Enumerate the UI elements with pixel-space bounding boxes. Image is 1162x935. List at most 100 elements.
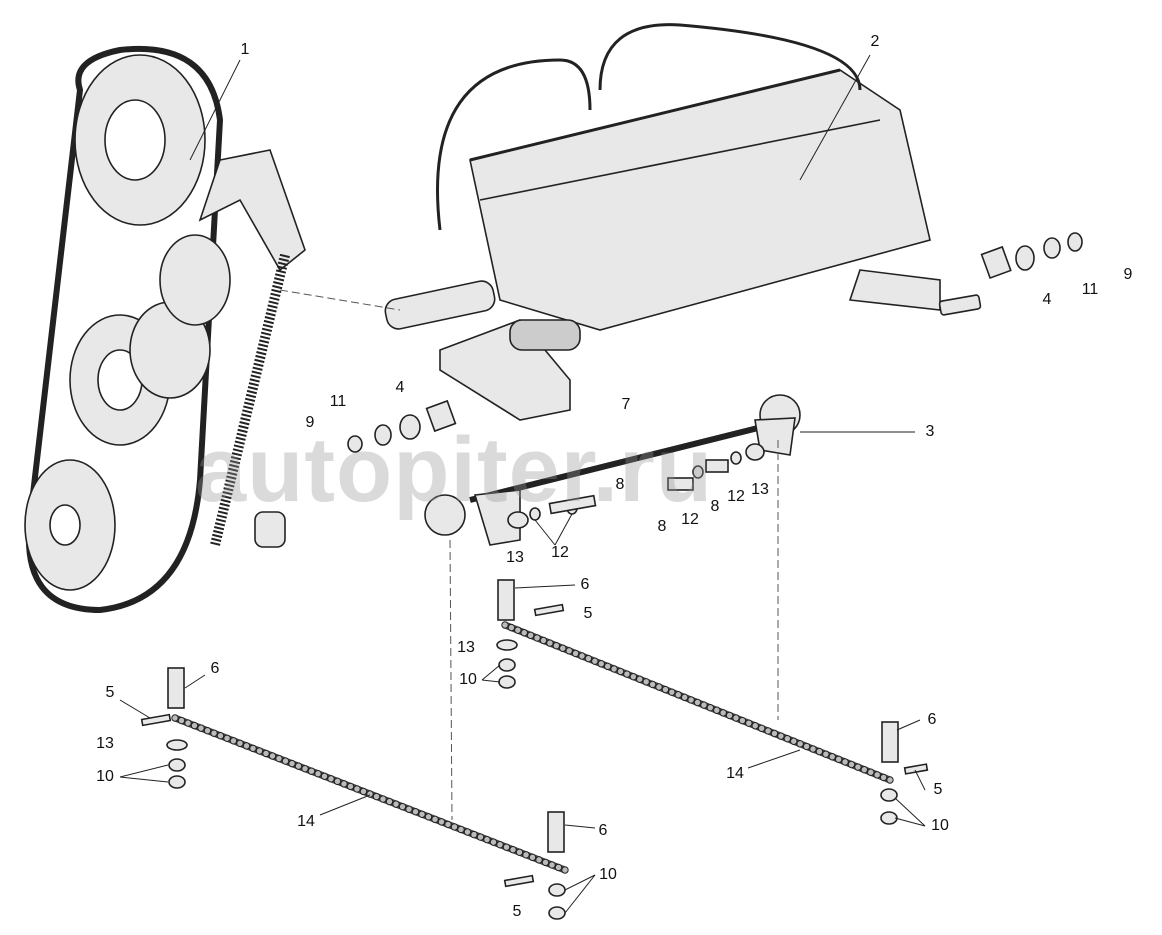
chain-roller (275, 754, 283, 763)
chain-roller (177, 716, 186, 725)
chain-roller (502, 843, 511, 851)
chain-roller (483, 835, 491, 844)
chain-roller (288, 759, 296, 768)
chain-roller (745, 719, 753, 727)
chain-roller (236, 739, 244, 748)
chain-roller (424, 813, 433, 821)
chain-roller (700, 701, 708, 709)
chain-roller (190, 721, 199, 730)
chain-roller (307, 767, 316, 775)
chain-roller (584, 654, 593, 663)
chain-roller (405, 805, 413, 813)
callout-label: 13 (506, 549, 524, 566)
chain-roller (546, 639, 554, 647)
chain-roller (616, 667, 625, 676)
chain-roller (655, 683, 663, 691)
chain-roller (552, 641, 561, 650)
chain-roller (802, 742, 811, 751)
chain-roller (591, 657, 599, 665)
chain-roller (385, 797, 394, 806)
shaft-stub (384, 280, 496, 330)
callout-label: 5 (933, 781, 943, 798)
callout-label: 10 (459, 671, 477, 688)
callout-label: 11 (1081, 281, 1099, 298)
chain-roller (444, 820, 452, 829)
callout-label: 4 (1042, 291, 1052, 308)
callout-label: 6 (210, 660, 220, 677)
chain-roller (431, 815, 439, 824)
chain-roller (489, 838, 498, 846)
chain-roller (610, 665, 618, 673)
chain-roller (379, 795, 387, 803)
callout-label: 8 (710, 498, 720, 515)
chain-roller (886, 776, 894, 784)
callout-label: 2 (870, 33, 880, 50)
bushing (254, 511, 286, 548)
chain-roller (520, 629, 528, 637)
chain-roller (879, 773, 888, 782)
chain-roller (764, 727, 772, 735)
chain-roller (565, 647, 573, 655)
chain-roller (706, 703, 715, 712)
chain-roller (757, 724, 766, 733)
chain-roller (457, 825, 465, 834)
chain-roller (476, 833, 485, 841)
chain-roller (314, 770, 322, 778)
chain-roller (693, 698, 702, 707)
chain-roller (548, 861, 556, 869)
chain-roller (770, 729, 779, 738)
callout-label: 10 (931, 817, 949, 834)
chain-roller (210, 729, 218, 737)
chain-roller (533, 634, 541, 642)
chain-roller (578, 652, 586, 660)
damper-spring (509, 319, 581, 351)
chain-roller (854, 763, 862, 771)
callout-label: 14 (726, 765, 744, 782)
chain-roller (171, 714, 179, 722)
callout-label: 10 (599, 866, 617, 883)
chain-roller (687, 696, 695, 704)
callout-label: 3 (925, 423, 935, 440)
chain-roller (561, 866, 569, 874)
chain-roller (249, 744, 257, 753)
callout-label: 9 (305, 414, 315, 431)
callout-label: 14 (297, 813, 315, 830)
callout-label: 4 (395, 379, 405, 396)
chain-roller (262, 749, 270, 758)
air-hose (436, 58, 592, 231)
chain-roller (242, 742, 251, 750)
chain-roller (509, 846, 517, 854)
counter-shaft (469, 422, 771, 503)
chain-roller (847, 760, 856, 769)
chain-roller (713, 706, 721, 714)
chain-roller (725, 711, 734, 720)
chain-roller (834, 755, 843, 764)
chain-roller (418, 810, 426, 818)
chain-roller (674, 691, 682, 699)
callout-label: 13 (751, 481, 769, 498)
chain-roller (636, 675, 644, 683)
chain-roller (515, 848, 524, 856)
chain-roller (255, 747, 264, 755)
chain-roller (229, 737, 238, 745)
chain-roller (559, 644, 567, 652)
roller-chain-upper (501, 621, 894, 784)
callout-label: 7 (621, 396, 631, 413)
chain-roller (522, 851, 530, 859)
callout-label: 12 (551, 544, 569, 561)
watermark: autopiter.ru (195, 419, 714, 521)
drive-belt (25, 45, 224, 614)
chain-roller (463, 828, 472, 836)
chain-roller (528, 853, 537, 862)
chain-roller (597, 660, 605, 668)
callout-label: 13 (457, 639, 475, 656)
chain-roller (470, 830, 478, 839)
chain-roller (539, 636, 548, 645)
chain-roller (340, 780, 348, 788)
chain-roller (411, 808, 420, 816)
chain-roller (359, 787, 368, 796)
chain-roller (841, 758, 849, 766)
callout-label: 5 (583, 605, 593, 622)
